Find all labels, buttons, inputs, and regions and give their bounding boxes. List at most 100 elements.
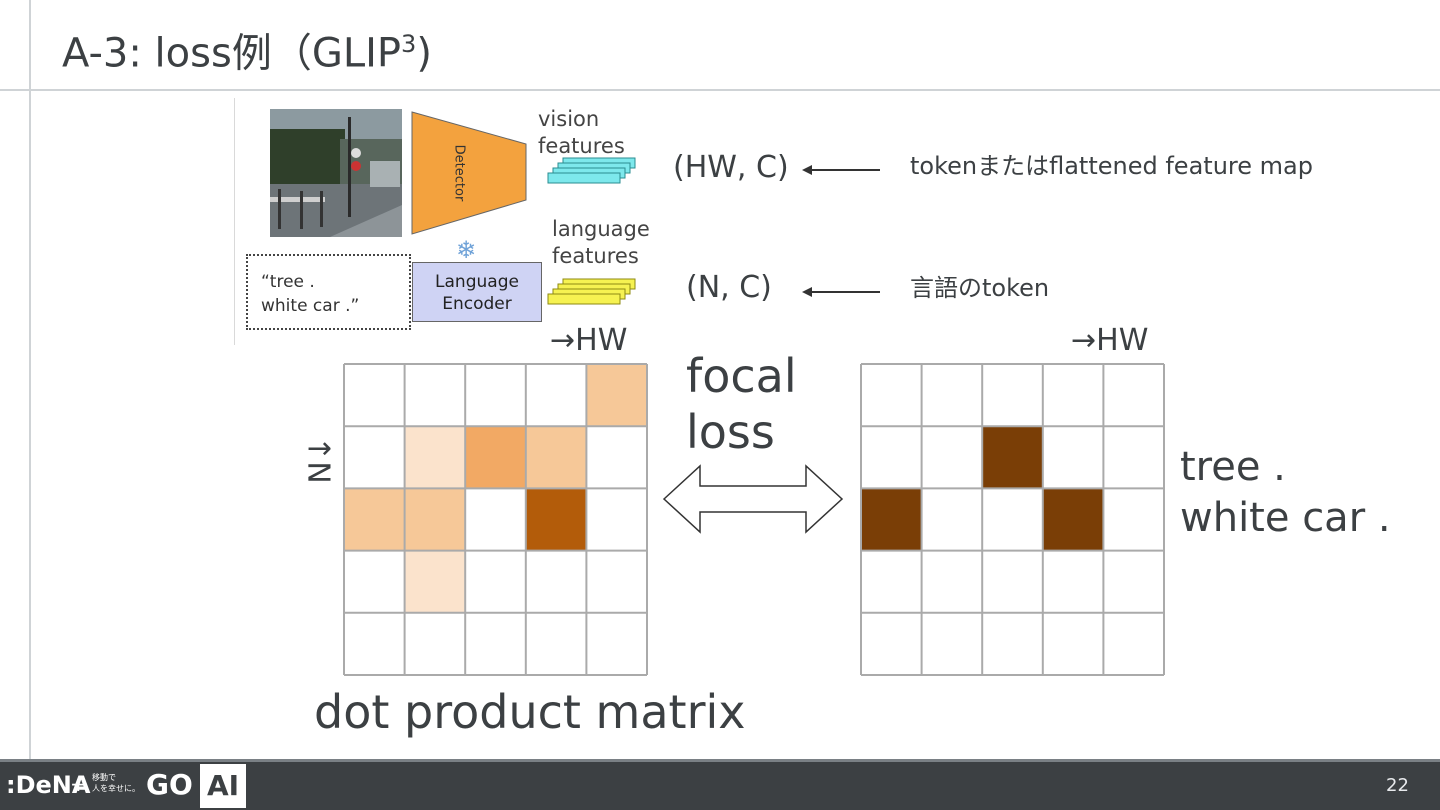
vision-note: tokenまたはflattened feature map <box>910 152 1313 180</box>
vision-features-label-2: features <box>538 134 625 158</box>
go-logo: GO <box>146 768 193 801</box>
predicted-cell-r2-c2 <box>465 488 526 551</box>
title-divider <box>0 89 1440 91</box>
left-margin-rule <box>29 0 31 762</box>
predicted-cell-r2-c3 <box>525 488 587 551</box>
double-arrow-icon <box>662 464 844 534</box>
predicted-cell-r0-c1 <box>404 364 466 427</box>
vision-features-label-1: vision <box>538 107 600 131</box>
target-cell-r3-c4 <box>1103 550 1164 613</box>
text-prompt-line-2: white car .” <box>261 296 360 316</box>
dena-logo: :DeNA <box>6 771 90 799</box>
target-cell-r1-c1 <box>921 426 983 489</box>
target-cell-r1-c0 <box>861 426 922 489</box>
predicted-cell-r0-c2 <box>465 364 526 427</box>
predicted-cell-r2-c0 <box>344 488 405 551</box>
target-cell-r3-c1 <box>921 550 983 613</box>
focal-loss-label-1: focal <box>686 349 797 403</box>
axis-n-wrap: N↓ <box>303 436 339 484</box>
target-cell-r0-c0 <box>861 364 922 427</box>
language-features-label-1: language <box>552 217 650 241</box>
predicted-cell-r4-c2 <box>465 612 526 675</box>
predicted-cell-r3-c1 <box>404 550 466 613</box>
axis-n-label: N↓ <box>303 436 339 484</box>
target-cell-r3-c0 <box>861 550 922 613</box>
focal-loss-label-2: loss <box>686 405 775 459</box>
vision-note-arrow-icon <box>802 165 880 175</box>
page-number: 22 <box>1386 775 1409 796</box>
figure-left-border <box>234 98 235 345</box>
predicted-cell-r3-c2 <box>465 550 526 613</box>
target-cell-r1-c3 <box>1042 426 1104 489</box>
slide-title-close: ) <box>416 30 432 77</box>
ai-badge: AI <box>200 764 246 808</box>
text-prompt-line-1: “tree . <box>261 272 315 292</box>
predicted-cell-r3-c3 <box>525 550 587 613</box>
footer-bar: :DeNA + 移動で 人を幸せに。 GO AI 22 <box>0 762 1440 810</box>
predicted-cell-r2-c4 <box>586 488 647 551</box>
target-cell-r4-c3 <box>1042 612 1104 675</box>
target-cell-r0-c4 <box>1103 364 1164 427</box>
footer-plus: + <box>70 772 87 796</box>
matrix-caption: dot product matrix <box>314 685 746 739</box>
go-tagline: 移動で 人を幸せに。 <box>92 772 140 794</box>
language-feature-stack <box>547 278 636 305</box>
predicted-cell-r1-c0 <box>344 426 405 489</box>
target-cell-r4-c0 <box>861 612 922 675</box>
predicted-cell-r0-c3 <box>525 364 587 427</box>
vision-shape-label: (HW, C) <box>673 150 789 185</box>
predicted-cell-r4-c3 <box>525 612 587 675</box>
target-cell-r2-c3 <box>1042 488 1104 551</box>
target-text-line-2: white car . <box>1180 495 1391 541</box>
target-cell-r3-c2 <box>982 550 1043 613</box>
go-tagline-line-1: 移動で <box>92 773 116 782</box>
language-note: 言語のtoken <box>910 274 1050 302</box>
detector-block <box>411 111 527 235</box>
slide-title-main: A-3: loss例（GLIP <box>62 30 402 77</box>
target-cell-r3-c3 <box>1042 550 1104 613</box>
dena-logo-text: DeNA <box>15 771 91 799</box>
citation-superscript: 3 <box>401 30 417 58</box>
target-cell-r4-c4 <box>1103 612 1164 675</box>
target-matrix <box>860 363 1165 676</box>
text-prompt-box: “tree . white car .” <box>246 254 411 330</box>
language-encoder-label-1: Language <box>435 272 519 292</box>
snowflake-icon: ❄ <box>456 236 477 264</box>
slide-title: A-3: loss例（GLIP3) <box>62 16 432 81</box>
predicted-cell-r3-c4 <box>586 550 647 613</box>
predicted-cell-r3-c0 <box>344 550 405 613</box>
language-encoder-block: Language Encoder <box>412 262 542 322</box>
language-shape-label: (N, C) <box>686 270 772 305</box>
target-cell-r2-c0 <box>861 488 922 551</box>
predicted-cell-r2-c1 <box>404 488 466 551</box>
target-text-line-1: tree . <box>1180 444 1286 490</box>
target-cell-r4-c2 <box>982 612 1043 675</box>
language-note-arrow-icon <box>802 287 880 297</box>
axis-hw-right: →HW <box>1071 323 1149 358</box>
target-cell-r2-c2 <box>982 488 1043 551</box>
predicted-cell-r0-c4 <box>586 364 647 427</box>
vision-feature-stack <box>547 157 636 184</box>
target-cell-r1-c4 <box>1103 426 1164 489</box>
detector-label: Detector <box>451 144 467 202</box>
predicted-cell-r4-c1 <box>404 612 466 675</box>
predicted-cell-r1-c4 <box>586 426 647 489</box>
target-cell-r1-c2 <box>982 426 1043 489</box>
target-cell-r0-c3 <box>1042 364 1104 427</box>
target-cell-r2-c4 <box>1103 488 1164 551</box>
street-scene-photo <box>270 109 402 237</box>
go-tagline-line-2: 人を幸せに。 <box>92 784 140 793</box>
detector-label-wrap: Detector <box>451 140 467 206</box>
predicted-cell-r1-c3 <box>525 426 587 489</box>
target-cell-r2-c1 <box>921 488 983 551</box>
predicted-matrix <box>343 363 648 676</box>
ai-badge-text: AI <box>206 769 240 802</box>
target-cell-r0-c2 <box>982 364 1043 427</box>
language-features-label-2: features <box>552 244 639 268</box>
dena-logo-dots: : <box>6 771 16 799</box>
axis-hw-left: →HW <box>550 323 628 358</box>
language-encoder-label-2: Encoder <box>442 294 512 314</box>
predicted-cell-r1-c1 <box>404 426 466 489</box>
predicted-cell-r4-c4 <box>586 612 647 675</box>
target-cell-r4-c1 <box>921 612 983 675</box>
